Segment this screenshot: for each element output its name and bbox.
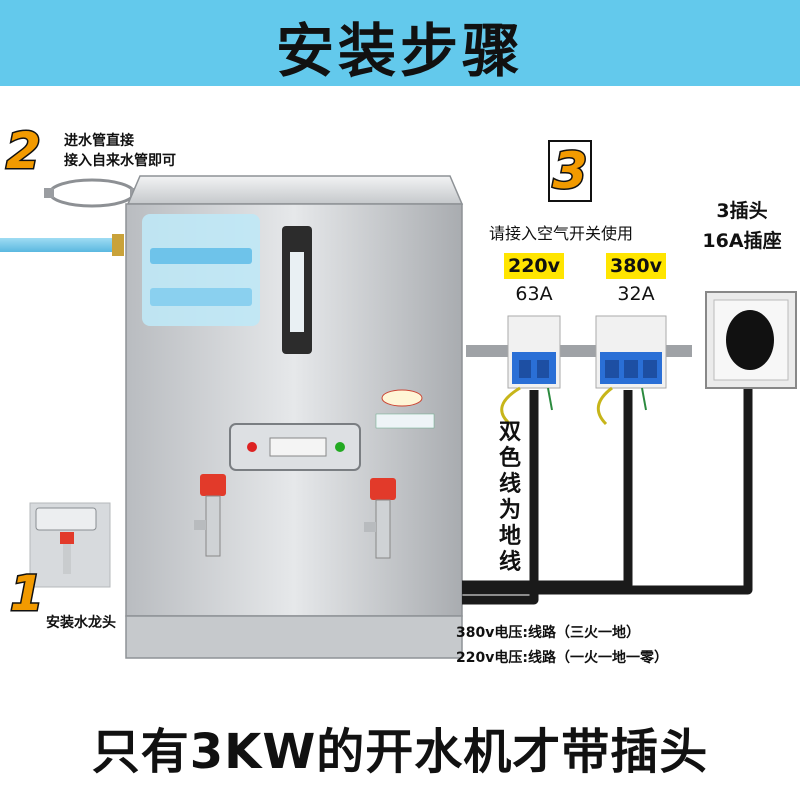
ground-wire-note: 双色线为地线 [498,420,521,575]
step-3-number: 3 [548,140,592,202]
pipe-fitting [112,234,124,256]
step-2-label: 进水管直接 接入自来水管即可 [64,131,176,171]
breaker-380v [595,315,667,389]
tap-thumbnail [29,502,111,588]
footer-title: 只有3KW的开水机才带插头 [91,724,709,780]
title-banner [0,0,800,86]
breaker-instruction: 请接入空气开关使用 [489,224,634,243]
socket-label-plug: 3插头 [716,200,768,222]
breaker-220v [507,315,561,389]
installation-illustration [0,175,797,659]
voltage-tag-380v: 380v [606,253,666,279]
wiring-spec-220v: 220v电压:线路（一火一地一零） [456,650,668,666]
step-2-line-1: 进水管直接 [64,133,134,149]
socket-label-rating: 16A插座 [702,230,782,252]
tap-right [364,478,396,559]
water-boiler [125,175,464,659]
wiring-spec-380v: 380v电压:线路（三火一地） [456,625,640,641]
wiring [462,340,753,605]
current-rating-63a: 63A [515,283,553,305]
current-rating-32a: 32A [617,283,655,305]
hose-icon [44,178,140,208]
voltage-tag-220v: 220v [504,253,564,279]
socket-label: 3插头 16A插座 [686,196,798,256]
wall-socket [705,291,797,389]
step-2-number: 2 [5,121,43,182]
page-title: 安装步骤 [275,17,524,85]
step-2-line-2: 接入自来水管即可 [64,153,176,169]
step-1-number: 1 [8,565,44,624]
step-1-label: 安装水龙头 [46,615,116,631]
tap-left [194,474,226,557]
water-inlet-pipe [0,238,122,252]
